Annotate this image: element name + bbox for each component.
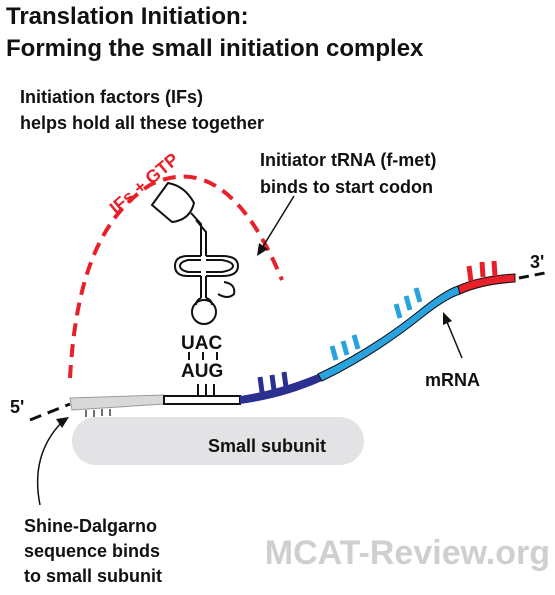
light-blue-codon-teeth (329, 287, 423, 361)
shine-dalgarno-sequence (69, 394, 165, 411)
trna-arrow (257, 195, 295, 256)
mrna-red-segment (457, 273, 516, 295)
small-subunit (72, 417, 364, 465)
red-codon-teeth (466, 260, 498, 282)
mrna-dark-blue-segment (240, 374, 322, 404)
three-prime-dashes (518, 270, 551, 280)
mrna-arrow (443, 312, 463, 359)
ifs-dashed-arc (68, 174, 284, 379)
sd-note-line-2: sequence binds (24, 541, 160, 561)
codon-aug: AUG (181, 361, 223, 382)
title-line-1: Translation Initiation: (6, 3, 249, 30)
if-note-line-2: helps hold all these together (20, 113, 264, 133)
mrna-start-segment (163, 395, 241, 405)
five-prime-label: 5' (10, 397, 24, 417)
shine-dalgarno-arrow (36, 417, 69, 506)
dark-blue-codon-teeth (257, 371, 289, 393)
fmet-amino-acid (150, 181, 196, 224)
five-prime-dashes (29, 402, 71, 422)
initiator-trna (150, 181, 240, 325)
watermark: MCAT-Review.org (265, 534, 550, 572)
title-line-2: Forming the small initiation complex (6, 35, 424, 62)
anticodon-uac: UAC (181, 333, 222, 354)
mrna-label: mRNA (425, 370, 480, 390)
if-note-line-1: Initiation factors (IFs) (20, 87, 203, 107)
sd-note-line-3: to small subunit (24, 566, 162, 586)
small-subunit-label: Small subunit (208, 436, 326, 456)
shine-dalgarno-pairs (85, 409, 111, 417)
sd-note-line-1: Shine-Dalgarno (24, 516, 157, 536)
mrna-light-blue-segment (317, 285, 461, 382)
aug-codon-teeth (197, 384, 215, 396)
trna-note-line-2: binds to start codon (260, 177, 433, 197)
trna-note-line-1: Initiator tRNA (f-met) (260, 150, 436, 170)
three-prime-label: 3' (530, 252, 544, 272)
